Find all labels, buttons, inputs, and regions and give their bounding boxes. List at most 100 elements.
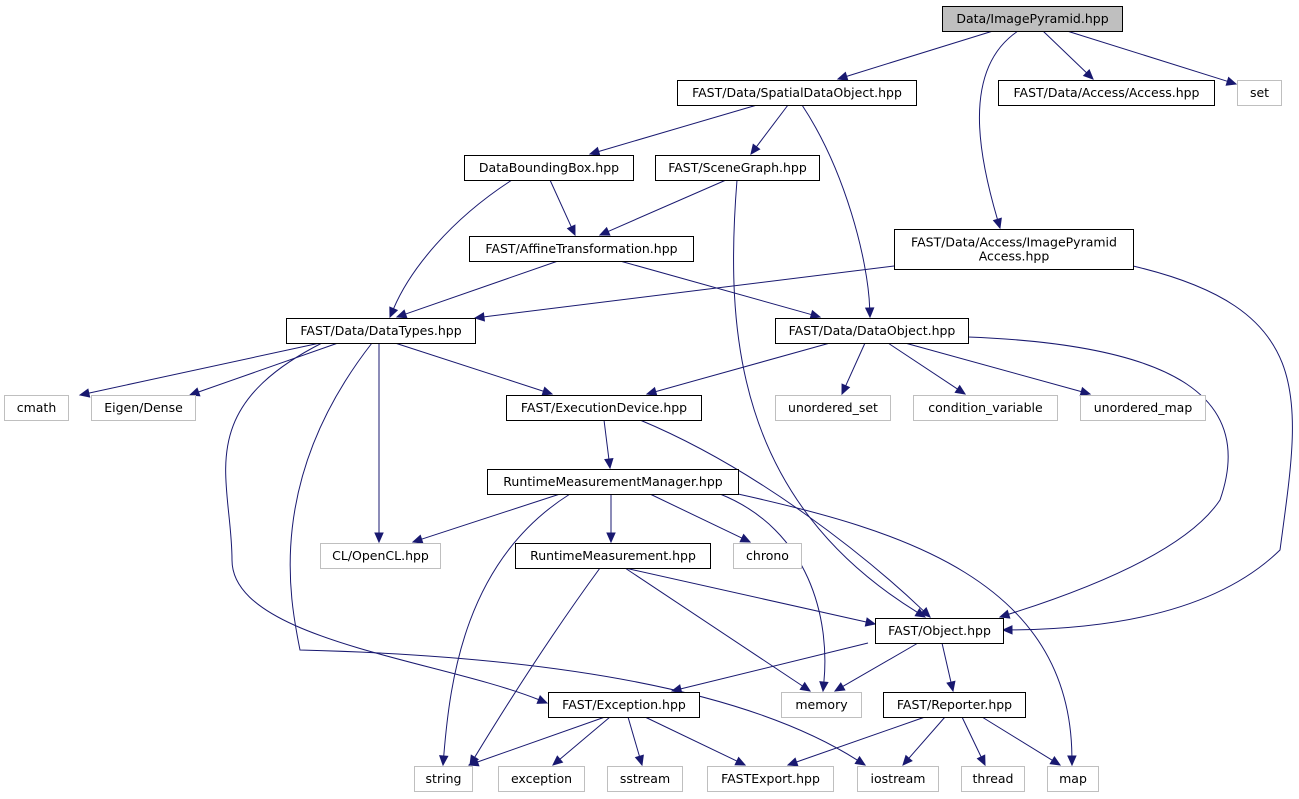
edge-arrowhead <box>836 71 849 81</box>
edge-dataobject-to-unordered_map <box>904 342 1092 397</box>
edge-line <box>289 342 858 761</box>
edge-object-to-exception <box>670 642 869 694</box>
edges-layer <box>78 30 1293 767</box>
node-opencl[interactable]: CL/OpenCL.hpp <box>320 543 441 569</box>
node-box <box>320 543 441 569</box>
node-box <box>487 469 739 495</box>
node-memory[interactable]: memory <box>781 692 862 718</box>
edge-exception-to-string <box>467 716 606 767</box>
node-label: CL/OpenCL.hpp <box>332 548 429 563</box>
node-label: iostream <box>871 771 926 786</box>
node-condition_variable[interactable]: condition_variable <box>913 395 1058 421</box>
node-dataobject[interactable]: FAST/Data/DataObject.hpp <box>775 318 969 344</box>
edge-imagepyramid-to-imagepyramidaccess <box>979 30 1019 230</box>
edge-line <box>845 342 866 387</box>
edge-line <box>559 716 611 760</box>
edge-line <box>624 567 803 687</box>
node-access[interactable]: FAST/Data/Access/Access.hpp <box>998 80 1215 106</box>
node-databoundingbox[interactable]: DataBoundingBox.hpp <box>464 155 634 181</box>
edge-line <box>394 342 544 392</box>
node-cmath[interactable]: cmath <box>4 395 69 421</box>
edge-line <box>737 493 1073 757</box>
edge-reporter-to-iostream <box>902 716 946 766</box>
node-set[interactable]: set <box>1237 80 1282 106</box>
edge-arrowhead <box>634 754 644 767</box>
node-label: FAST/Exception.hpp <box>562 697 686 712</box>
edge-arrowhead <box>799 681 812 692</box>
node-box <box>1047 766 1099 792</box>
edge-line <box>908 716 946 759</box>
node-box <box>913 395 1058 421</box>
nodes-layer: Data/ImagePyramid.hppFAST/Data/SpatialDa… <box>4 6 1282 792</box>
node-reporter[interactable]: FAST/Reporter.hpp <box>883 692 1026 718</box>
node-exception[interactable]: FAST/Exception.hpp <box>548 692 700 718</box>
edge-arrowhead <box>976 754 986 767</box>
edge-arrowhead <box>588 146 601 156</box>
node-unordered_map[interactable]: unordered_map <box>1080 395 1206 421</box>
node-box <box>961 766 1025 792</box>
node-label: FAST/Object.hpp <box>888 623 991 638</box>
node-eigendense[interactable]: Eigen/Dense <box>91 395 196 421</box>
node-map[interactable]: map <box>1047 766 1099 792</box>
edge-line <box>1042 30 1087 74</box>
node-runtimemeasurementmanager[interactable]: RuntimeMeasurementManager.hpp <box>487 469 739 495</box>
edge-reporter-to-map <box>981 716 1062 766</box>
node-spatialdataobject[interactable]: FAST/Data/SpatialDataObject.hpp <box>677 80 917 106</box>
edge-arrowhead <box>541 386 554 396</box>
edge-arrowhead <box>992 217 1002 230</box>
edge-datatypes-to-cmath <box>78 342 321 398</box>
edge-line <box>639 419 924 612</box>
node-box <box>894 229 1134 270</box>
node-string[interactable]: string <box>414 766 473 792</box>
edge-imagepyramid-to-spatialdataobject <box>836 30 994 81</box>
node-label: Access.hpp <box>979 249 1050 264</box>
edge-line <box>644 716 738 762</box>
node-box <box>1237 80 1282 106</box>
node-fastexport[interactable]: FASTExport.hpp <box>707 766 834 792</box>
edge-object-to-memory <box>833 642 919 692</box>
node-scenegraph[interactable]: FAST/SceneGraph.hpp <box>655 155 820 181</box>
node-iostream[interactable]: iostream <box>857 766 939 792</box>
node-runtimemeasurement[interactable]: RuntimeMeasurement.hpp <box>515 543 711 569</box>
edge-datatypes-to-iostream <box>289 342 867 766</box>
node-std_exception[interactable]: exception <box>498 766 585 792</box>
node-unordered_set[interactable]: unordered_set <box>775 395 891 421</box>
node-label: RuntimeMeasurement.hpp <box>530 548 696 563</box>
node-label: FAST/SceneGraph.hpp <box>668 160 807 175</box>
node-executiondevice[interactable]: FAST/ExecutionDevice.hpp <box>506 395 702 421</box>
node-sstream[interactable]: sstream <box>607 766 683 792</box>
node-box <box>498 766 585 792</box>
node-thread[interactable]: thread <box>961 766 1025 792</box>
edge-spatialdataobject-to-dataobject <box>801 104 875 319</box>
node-imagepyramid[interactable]: Data/ImagePyramid.hpp <box>942 6 1123 32</box>
edge-line <box>603 419 610 460</box>
node-box <box>883 692 1026 718</box>
edge-arrowhead <box>954 384 967 395</box>
node-label: Eigen/Dense <box>104 400 183 415</box>
node-label: FAST/Data/Access/ImagePyramid <box>911 235 1117 250</box>
node-datatypes[interactable]: FAST/Data/DataTypes.hpp <box>286 318 476 344</box>
edge-imagepyramidaccess-to-object <box>1001 265 1293 635</box>
node-label: FAST/ExecutionDevice.hpp <box>521 400 687 415</box>
node-affinetransformation[interactable]: FAST/AffineTransformation.hpp <box>469 236 694 262</box>
edge-arrowhead <box>864 617 877 627</box>
edge-arrowhead <box>552 755 564 766</box>
edge-datatypes-to-opencl <box>374 343 384 544</box>
node-label: map <box>1059 771 1087 786</box>
node-box <box>548 692 700 718</box>
node-label: cmath <box>17 400 57 415</box>
edge-arrowhead <box>606 532 616 544</box>
node-box <box>91 395 196 421</box>
node-label: FASTExport.hpp <box>721 771 820 786</box>
node-label: Data/ImagePyramid.hpp <box>956 11 1108 26</box>
edge-arrowhead <box>188 387 201 397</box>
edge-arrowhead <box>473 312 486 322</box>
edge-line <box>904 342 1082 393</box>
node-box <box>4 395 69 421</box>
edge-arrowhead <box>604 457 614 470</box>
edge-arrowhead <box>1082 68 1094 80</box>
node-object[interactable]: FAST/Object.hpp <box>875 618 1004 644</box>
edge-line <box>405 260 559 315</box>
node-chrono[interactable]: chrono <box>733 543 802 569</box>
